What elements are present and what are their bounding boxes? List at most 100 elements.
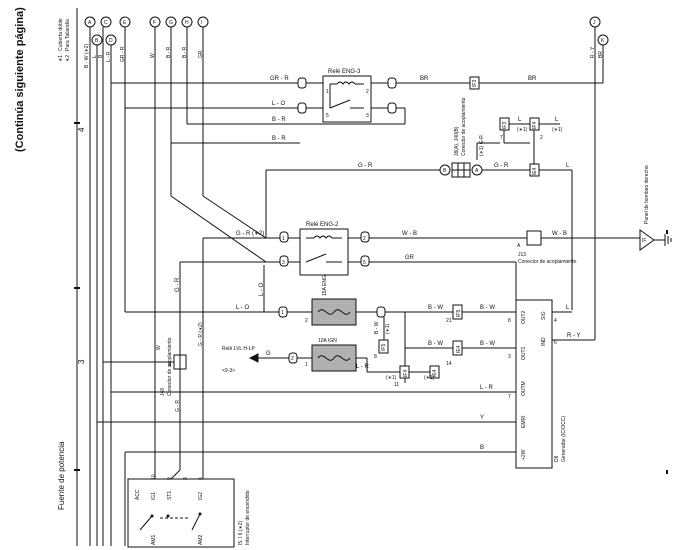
gen-pin-8: 8 (508, 318, 511, 324)
terminal-C: C (104, 20, 108, 26)
relay-lvl-ref: <9-3> (222, 368, 235, 374)
terminal-K: K (601, 38, 605, 44)
relay-eng2-pin1: 1 (282, 236, 285, 242)
fuse-eng-wire-bw2: B - W (480, 305, 495, 311)
gen-out2: OUT2 (521, 310, 527, 324)
gen-emri: EMRI (521, 416, 527, 429)
ignition-switch: ACC IG1 ST1 IG2 AM1 AM2 10 9 8 6 I5, I 6… (127, 474, 251, 548)
left-wires: B - W (∗2) L B L - R W (84, 27, 162, 546)
ignition-wires (154, 348, 204, 480)
fuse-ign-pin2: 2 (291, 356, 294, 362)
fuse-ign: 10A IGN 1 2 G L - R B - W IE4 14 B - W I… (248, 312, 516, 388)
connector-j13-desc: Conector de acoplamiento (518, 259, 577, 265)
if-branch-ic1: IF3 (502, 122, 508, 129)
relay-lo-vert: L - O (259, 283, 265, 296)
top-wire-brk: BR (598, 51, 604, 58)
relay-eng3-pin1: 1 (326, 89, 329, 95)
ground-panel: IF Panel de bombeo derecho (639, 165, 672, 251)
fuse-eng: 15A ENG 1 2 L - O L - O B - W IF5 21 B -… (125, 275, 516, 360)
terminal-I: I (201, 20, 202, 26)
ic-ie4-mid-label: IE4 (456, 345, 462, 353)
relay-eng2-pin5: 5 (363, 260, 366, 266)
fuse-eng-wire-lo: L - O (236, 305, 249, 311)
relay-eng3-wire-grr: GR - R (270, 76, 289, 82)
fuse-eng-name: 15A ENG (322, 275, 328, 296)
relay-eng3-pin3: 3 (366, 113, 369, 119)
relay-eng3-name: Relé ENG-3 (328, 69, 361, 75)
gen-pin-3: 3 (508, 354, 511, 360)
mid-note-1: (∗1) (385, 323, 391, 334)
gen-wire-y: Y (480, 415, 484, 421)
if-branch-pin7: 7 (500, 135, 503, 141)
ign-desc: Interruptor de encendido (245, 490, 251, 545)
relay-eng3-wire-br-a: B - R (272, 117, 286, 123)
connector-j48: A J48 Conector de acoplamiento G - R (∗2… (160, 322, 204, 412)
right-wire-l: L (566, 163, 570, 169)
terminal-F: F (153, 20, 156, 26)
ic-ie4-low-label: IE4 (432, 369, 438, 377)
fuse-ign-wire-g: G (266, 351, 271, 357)
relay-eng2-name: Relé ENG-2 (306, 222, 339, 228)
top-wires: GR - R W B - R B - R GR R - Y BR (120, 27, 604, 470)
gen-pin-6: 6 (554, 340, 557, 346)
ign-st1: ST1 (167, 491, 173, 500)
gen-wire-lr: L - R (480, 385, 493, 391)
fuse-ign-pin1: 1 (305, 362, 308, 368)
gen-desc: Generador (IC/OCC) (561, 416, 567, 462)
gen-ind: IND (541, 337, 547, 346)
connector-j8-desc: Conector de acoplamiento (461, 97, 467, 156)
wire-gr-j8-label: G - R (358, 163, 373, 169)
if-branch-ic2: IF4 (532, 122, 538, 129)
relay-eng2-wire-gr3: G - R (175, 277, 181, 292)
terminal-A: A (88, 20, 92, 26)
power-source-label: Fuente de potencia (57, 441, 66, 510)
ign-am1: AM1 (151, 535, 157, 546)
relay-eng3-wire-br2: BR (528, 76, 537, 82)
gen-2w: +2W (521, 449, 527, 460)
ign-name: I5, I 6 (∗2) (238, 520, 244, 545)
gen-sig: SIG (541, 311, 547, 320)
connector-j8-pin-a: A (475, 168, 479, 174)
top-wire-br2: B - R (182, 46, 188, 58)
top-wire-grr: GR - R (120, 46, 126, 62)
relay-eng3-pin2: 2 (366, 89, 369, 95)
ic-if5-label: IF5 (456, 310, 462, 317)
relay-eng3-wire-lo: L - O (272, 101, 285, 107)
ign-ig2: IG2 (198, 492, 204, 500)
fuse-ign-wire-lr: L - R (356, 364, 369, 370)
relay-eng2-pin2: 2 (363, 236, 366, 242)
connector-j48-pin: A (168, 362, 172, 368)
ign-pin9: 9 (167, 477, 173, 480)
terminal-G: G (169, 20, 173, 26)
ic-if5b-label: IF5 (381, 344, 387, 351)
gen-name: D8 (554, 455, 560, 462)
connector-j13-name: J13 (518, 252, 526, 258)
ign-pin6: 6 (198, 477, 204, 480)
relay-eng2: Relé ENG-2 1 2 3 5 (279, 222, 370, 276)
top-wire-ry: R - Y (590, 46, 596, 58)
if-branch-l1: L (518, 117, 522, 123)
ign-pin10: 10 (151, 474, 157, 480)
mid-pin-8: 8 (374, 354, 377, 360)
connector-j13-pin: A (517, 243, 521, 249)
mid-note-2: (∗1) (386, 375, 397, 381)
if-branch-pin2: 2 (540, 135, 543, 141)
fuse-eng-wire-bw1: B - W (428, 305, 443, 311)
connector-j48-wire-gr2: G - R (175, 400, 181, 412)
connector-j48-wire-gr: G - R (∗2) (198, 322, 204, 346)
ruler-label-3: 3 (77, 359, 86, 364)
mid-note-3: (∗1) (424, 375, 435, 381)
relay-eng2-pin3: 3 (282, 260, 285, 266)
mid-pin-14: 14 (446, 361, 452, 367)
generator-wires: L R - Y L - R Y B (97, 305, 595, 546)
left-wire-l: L (92, 55, 98, 58)
gen-out1: OUT1 (521, 346, 527, 360)
ign-am2: AM2 (198, 535, 204, 546)
if-branch-note1: (∗1) (517, 127, 528, 133)
ic-ie4-right-label: IE4 (532, 167, 538, 175)
ic-if4-mid-label: IF4 (403, 370, 409, 377)
terminal-H: H (185, 20, 189, 26)
fuse-ign-wire-bw1: B - W (428, 341, 443, 347)
connector-j13-wire: W - B (552, 231, 567, 237)
